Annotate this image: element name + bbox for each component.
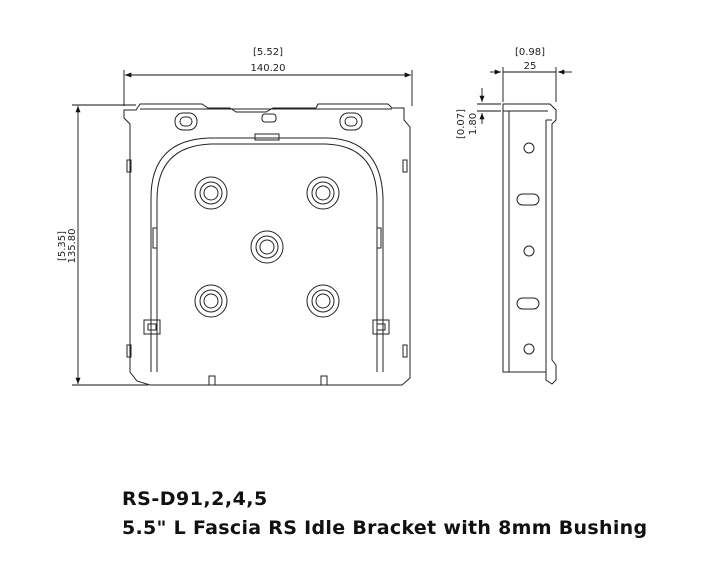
frame-notch [254,133,280,141]
bushing [194,284,228,318]
bottom-clip-left [143,319,161,335]
part-number: RS-D91,2,4,5 [122,488,268,510]
bottom-clip-right-inner [376,323,386,331]
part-description: 5.5" L Fascia RS Idle Bracket with 8mm B… [122,517,648,539]
thickness-mm-label: 1.80 [468,113,479,135]
thickness-inch-label: [0.07] [456,109,467,139]
side-slot-right [376,227,382,249]
bottom-notch [208,375,216,385]
dimension-lines [72,67,572,386]
height-mm-label: 135.80 [67,229,78,264]
top-slot-center [261,113,277,123]
side-width-inch-label: [0.98] [515,47,545,58]
front-plate-outline [123,103,411,386]
top-slot-right [339,112,363,131]
edge-tab [402,159,408,173]
top-slot-right-inner [344,116,358,127]
bottom-clip-right [372,319,390,335]
side-hole [523,142,535,154]
height-inch-label: [5.35] [57,231,68,261]
side-hole [523,245,535,257]
inner-frame [150,137,384,372]
edge-tab [126,159,132,173]
bushing [250,230,284,264]
bottom-clip-left-inner [147,323,157,331]
width-inch-label: [5.52] [253,47,283,58]
inner-frame-inner [156,143,378,372]
bushing [306,284,340,318]
side-hole [523,343,535,355]
top-slot-left [174,112,198,131]
bottom-notch [320,375,328,385]
bushing [306,176,340,210]
side-plate-outline [502,103,557,385]
side-width-mm-label: 25 [524,61,537,72]
edge-tab [402,344,408,358]
bushing [194,176,228,210]
top-slot-left-inner [179,116,193,127]
side-slot [516,297,540,310]
side-view [502,103,557,385]
side-slot-left [152,227,158,249]
width-mm-label: 140.20 [251,63,286,74]
edge-tab [126,344,132,358]
front-view [123,103,411,386]
side-slot [516,193,540,206]
